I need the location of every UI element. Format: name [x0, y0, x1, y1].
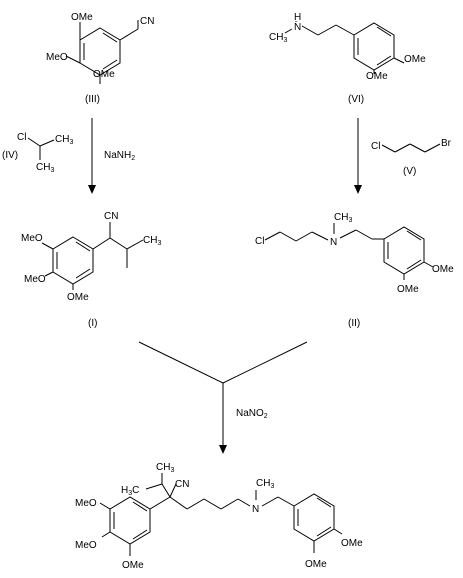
vi-ch3: CH3 [269, 32, 287, 44]
ii-cl: Cl [255, 236, 264, 247]
arrow-vi-to-ii [354, 118, 362, 194]
iii-ome-top: OMe [71, 12, 93, 23]
product-cn: CN [175, 479, 189, 490]
vi-h: H [294, 12, 301, 23]
product-ch3-n: CH3 [256, 478, 274, 490]
ii-ch3: CH3 [334, 212, 352, 224]
product-ome-right: OMe [341, 538, 363, 549]
product-ome-bot: OMe [122, 560, 144, 571]
iii-meo-mid: MeO [46, 52, 68, 63]
v-br: Br [441, 138, 452, 149]
product: CH3 H3C CN MeO MeO OMe N CH3 [75, 462, 363, 571]
product-meo-top: MeO [75, 498, 97, 509]
ii-label: (II) [348, 318, 360, 329]
reagent-nano2: NaNO2 [236, 408, 268, 420]
iii-cn-text: CN [140, 16, 154, 27]
vi-ome-bot: OMe [366, 71, 388, 82]
compound-iii: CN OMe MeO OMe (III) [46, 12, 154, 105]
iii-label: (III) [85, 94, 100, 105]
reagent-nanh2: NaNH2 [104, 150, 135, 162]
product-ch3-a: CH3 [156, 462, 174, 474]
i-cn: CN [104, 211, 118, 222]
compound-ii: Cl N CH3 OMe OMe (II) [255, 212, 454, 329]
ii-ome-bot: OMe [397, 284, 419, 295]
iv-ch3-bot: CH3 [36, 162, 54, 174]
vi-label: (VI) [348, 94, 364, 105]
v-cl: Cl [371, 141, 380, 152]
i-ch3: CH3 [143, 235, 161, 247]
iv-label: (IV) [2, 150, 18, 161]
ii-ome-right: OMe [432, 264, 454, 275]
product-h3c: H3C [121, 485, 139, 497]
v-label: (V) [403, 166, 416, 177]
compound-vi: H N CH3 OMe OMe (VI) [269, 12, 426, 105]
product-n: N [252, 504, 259, 515]
i-label: (I) [88, 318, 97, 329]
iv-cl: Cl [17, 132, 26, 143]
ii-n: N [330, 237, 337, 248]
i-ome-bot: OMe [67, 292, 89, 303]
i-meo-mid: MeO [24, 274, 46, 285]
reagent-iv: Cl CH3 CH3 (IV) [2, 132, 73, 174]
vi-ome-right: OMe [404, 54, 426, 65]
vi-n: N [294, 22, 301, 33]
i-meo-top: MeO [21, 233, 43, 244]
compound-i: CN CH3 MeO MeO OMe (I) [21, 211, 161, 329]
iv-ch3-top: CH3 [55, 134, 73, 146]
iii-ome-bot: OMe [93, 69, 115, 80]
product-meo-mid: MeO [75, 540, 97, 551]
arrow-iii-to-i [88, 118, 96, 194]
reagent-v: Cl Br (V) [371, 138, 452, 177]
product-ome-right-bot: OMe [305, 559, 327, 570]
convergent-arrow [138, 341, 308, 454]
